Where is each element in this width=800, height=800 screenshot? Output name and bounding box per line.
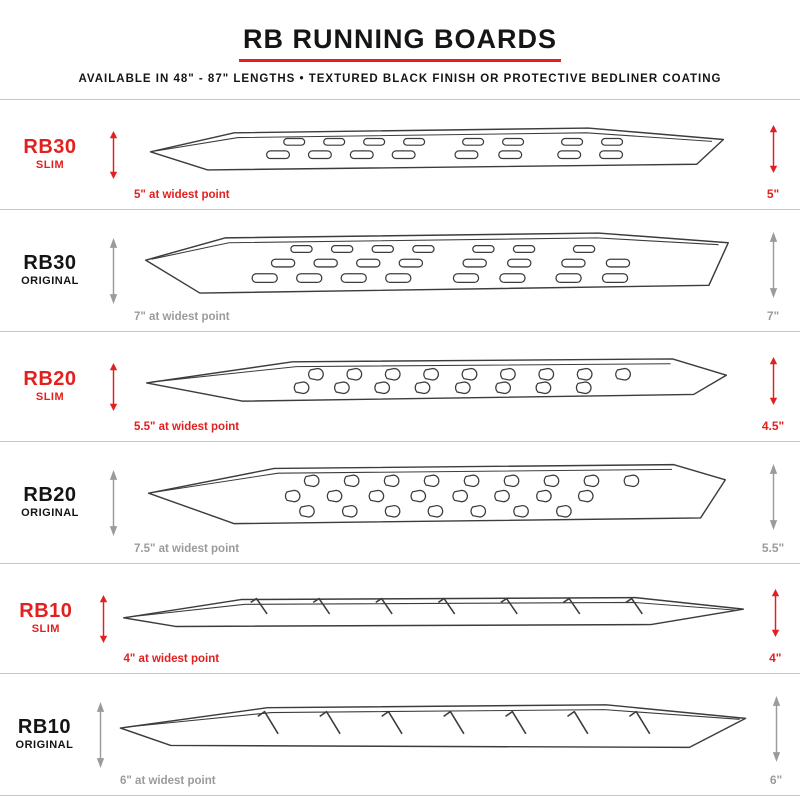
board-area: 4" at widest point (116, 564, 751, 673)
rb20-original-board-drawing (147, 463, 727, 524)
variant-name: SLIM (35, 391, 65, 404)
rb30-original-board-drawing (144, 231, 729, 294)
widest-point-label: 7" at widest point (134, 311, 230, 323)
board-row-rb10-original: RB10 ORIGINAL 6" at widest point 6" (0, 674, 800, 796)
rb10-original-board-drawing (119, 703, 747, 748)
model-label-rb10-original: RB10 ORIGINAL (0, 717, 89, 752)
right-height-measure: 6" (752, 674, 800, 795)
board-area: 7.5" at widest point (126, 442, 746, 563)
left-height-arrow (100, 237, 126, 304)
left-height-arrow (89, 701, 112, 768)
height-value: 5" (766, 187, 780, 201)
board-row-rb10-slim: RB10 SLIM 4" at widest point 4" (0, 564, 800, 674)
widest-point-label: 5.5" at widest point (134, 421, 240, 433)
right-height-measure: 4.5" (746, 332, 800, 441)
vertical-arrow-icon (772, 695, 780, 762)
left-height-arrow (92, 594, 116, 643)
vertical-arrow-icon (109, 362, 117, 411)
board-area: 7" at widest point (126, 210, 746, 331)
widest-point-label: 4" at widest point (123, 653, 220, 665)
vertical-arrow-icon (109, 469, 117, 536)
vertical-arrow-icon (769, 231, 777, 298)
right-height-measure: 5" (746, 100, 800, 209)
right-height-measure: 5.5" (746, 442, 800, 563)
vertical-arrow-icon (769, 124, 777, 173)
model-label-rb10-slim: RB10 SLIM (0, 601, 92, 636)
board-area: 6" at widest point (112, 674, 752, 795)
model-name: RB10 (19, 600, 73, 623)
board-row-rb30-original: RB30 ORIGINAL (0, 210, 800, 332)
height-value: 6" (769, 773, 783, 787)
board-row-rb20-original: RB20 ORIGINAL (0, 442, 800, 564)
model-label-rb20-original: RB20 ORIGINAL (0, 485, 100, 520)
widest-point-label: 5" at widest point (134, 189, 230, 201)
variant-name: SLIM (35, 159, 65, 172)
vertical-arrow-icon (109, 130, 117, 179)
page-subtitle: AVAILABLE IN 48" - 87" LENGTHS • TEXTURE… (78, 73, 722, 85)
rb20-slim-board-drawing (145, 357, 727, 402)
vertical-arrow-icon (769, 463, 777, 530)
right-height-measure: 4" (751, 564, 800, 673)
left-height-arrow (100, 362, 126, 411)
height-value: 4" (769, 651, 782, 665)
variant-name: ORIGINAL (21, 507, 79, 520)
model-label-rb30-original: RB30 ORIGINAL (0, 253, 100, 288)
model-name: RB30 (23, 136, 77, 159)
vertical-arrow-icon (771, 588, 779, 637)
rb30-slim-board-drawing (149, 126, 725, 171)
model-label-rb20-slim: RB20 SLIM (0, 369, 100, 404)
board-row-rb20-slim: RB20 SLIM 5.5" at widest point (0, 332, 800, 442)
oval-slots (251, 244, 631, 283)
board-row-rb30-slim: RB30 SLIM 5" at widest point (0, 100, 800, 210)
vertical-arrow-icon (109, 237, 117, 304)
variant-name: ORIGINAL (21, 275, 79, 288)
page-header: RB RUNNING BOARDS AVAILABLE IN 48" - 87"… (0, 0, 800, 100)
model-name: RB10 (17, 716, 72, 739)
board-area: 5" at widest point (126, 100, 746, 209)
left-height-arrow (100, 469, 126, 536)
height-value: 4.5" (761, 419, 785, 433)
variant-name: SLIM (31, 623, 60, 636)
model-label-rb30-slim: RB30 SLIM (0, 137, 100, 172)
height-value: 5.5" (761, 541, 785, 555)
model-name: RB30 (23, 252, 77, 275)
vertical-arrow-icon (96, 701, 105, 768)
variant-name: ORIGINAL (15, 739, 74, 752)
widest-point-label: 7.5" at widest point (134, 543, 240, 555)
widest-point-label: 6" at widest point (120, 775, 216, 787)
model-name: RB20 (23, 484, 77, 507)
page-title: RB RUNNING BOARDS (239, 24, 561, 62)
oval-slots (265, 137, 624, 159)
board-area: 5.5" at widest point (126, 332, 746, 441)
height-value: 7" (766, 309, 780, 323)
model-name: RB20 (23, 368, 77, 391)
vertical-arrow-icon (769, 356, 777, 405)
left-height-arrow (100, 130, 126, 179)
vertical-arrow-icon (99, 594, 108, 643)
rb10-slim-board-drawing (122, 596, 744, 627)
right-height-measure: 7" (746, 210, 800, 331)
